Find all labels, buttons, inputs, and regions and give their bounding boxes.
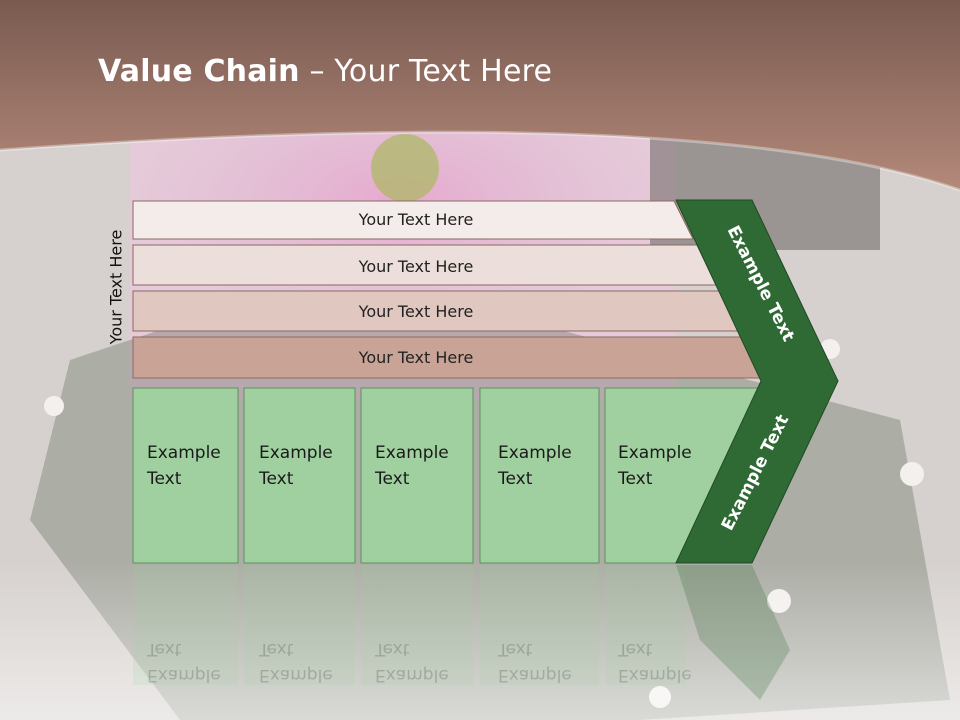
- box-1-line1: Example: [147, 443, 221, 463]
- box-4-line2: Text: [498, 469, 533, 489]
- box-4-refl-line2: Text: [498, 639, 533, 659]
- box-2-refl-line2: Text: [259, 639, 294, 659]
- box-1-shape: [132, 387, 239, 564]
- row-3-label: Your Text Here: [358, 302, 474, 321]
- box-2-line2: Text: [259, 469, 294, 489]
- row-2-label: Your Text Here: [358, 257, 474, 276]
- box-4-line1: Example: [498, 443, 572, 463]
- box-5-refl-line1: Example: [618, 665, 692, 685]
- box-2-shape: [243, 387, 356, 564]
- box-4-reflection: Example Text: [498, 636, 572, 688]
- box-5-line2: Text: [618, 469, 653, 489]
- row-1-label: Your Text Here: [358, 210, 474, 229]
- box-1-reflection: Example Text: [147, 636, 221, 688]
- box-3-refl-line2: Text: [375, 639, 410, 659]
- box-5-refl-line2: Text: [618, 639, 653, 659]
- title-rest: – Your Text Here: [299, 54, 553, 89]
- box-1-refl-line1: Example: [147, 665, 221, 685]
- box-3-refl-line1: Example: [375, 665, 449, 685]
- row-1-shape: [132, 200, 694, 240]
- box-1-line2: Text: [147, 469, 182, 489]
- box-2-line1: Example: [259, 443, 333, 463]
- box-4-shape: [479, 387, 600, 564]
- box-3-shape: [360, 387, 474, 564]
- title-bold: Value Chain: [98, 54, 300, 89]
- slide-title: Value Chain – Your Text Here: [98, 54, 552, 89]
- box-5-line1: Example: [618, 443, 692, 463]
- box-2-reflection: Example Text: [259, 636, 333, 688]
- box-3-reflection: Example Text: [375, 636, 449, 688]
- chevron-shape[interactable]: [675, 199, 839, 564]
- box-2-refl-line1: Example: [259, 665, 333, 685]
- box-4-refl-line1: Example: [498, 665, 572, 685]
- box-3-line1: Example: [375, 443, 449, 463]
- box-5-reflection: Example Text: [618, 636, 692, 688]
- box-3-line2: Text: [375, 469, 410, 489]
- row-4-label: Your Text Here: [358, 348, 474, 367]
- box-1-refl-line2: Text: [147, 639, 182, 659]
